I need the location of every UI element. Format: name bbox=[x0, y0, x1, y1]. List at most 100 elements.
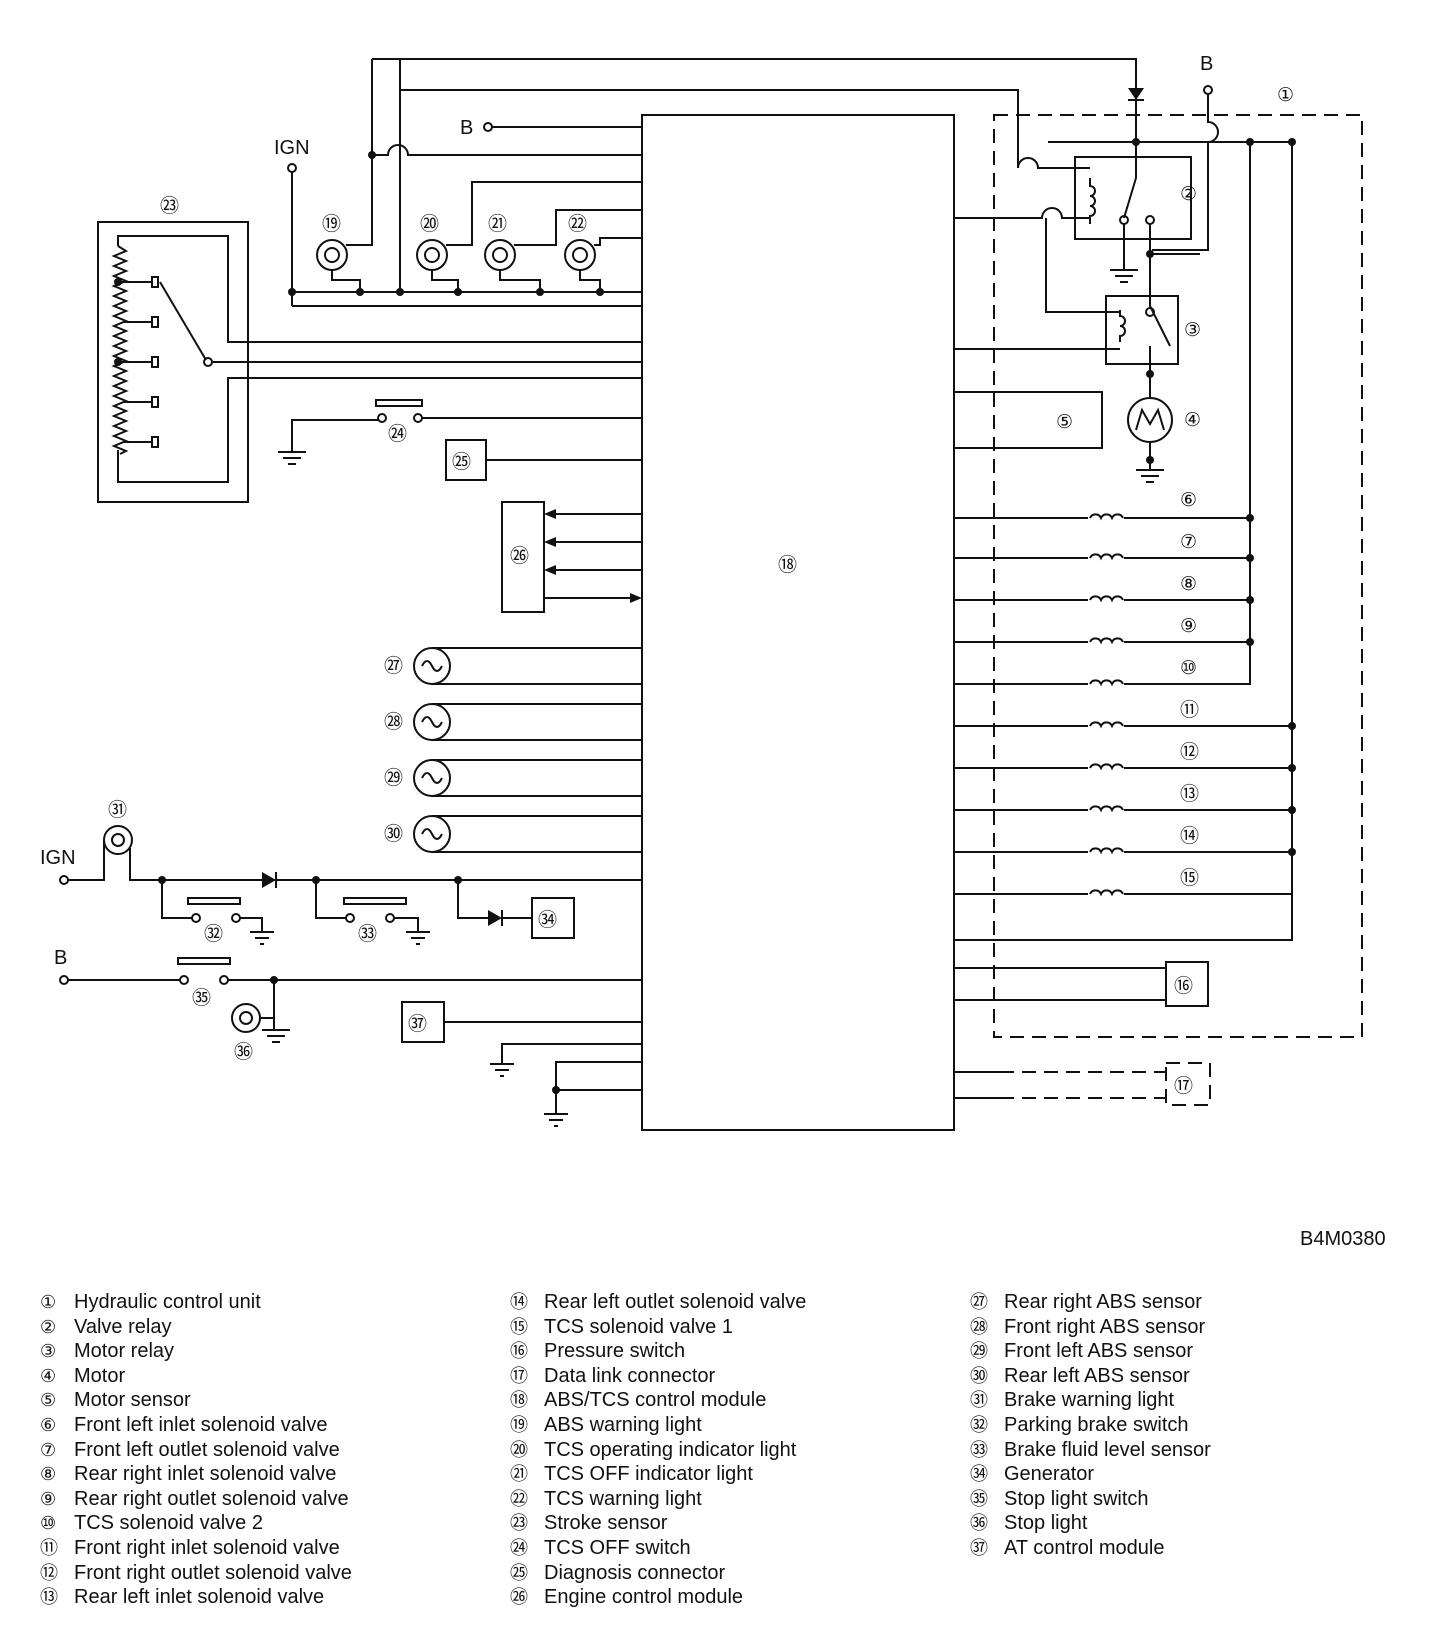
legend-item: ⑯ Pressure switch bbox=[510, 1339, 970, 1364]
legend-item-number: ⑧ bbox=[40, 1464, 57, 1485]
legend-item-label: Generator bbox=[1004, 1463, 1095, 1486]
callout-26: ㉖ bbox=[510, 545, 529, 567]
at-control-module-box bbox=[401, 1001, 445, 1043]
legend-item-label: Pressure switch bbox=[544, 1340, 686, 1363]
legend-item-number: ㉖ bbox=[510, 1587, 528, 1608]
callout-17: ⑰ bbox=[1174, 1075, 1193, 1097]
legend-item-label: Rear left outlet solenoid valve bbox=[544, 1291, 807, 1313]
legend-item-number: ⑥ bbox=[40, 1414, 57, 1435]
callout-27: ㉗ bbox=[384, 655, 403, 677]
callout-19: ⑲ bbox=[322, 213, 341, 235]
legend-item-label: AT control module bbox=[1004, 1536, 1165, 1559]
legend-item-number: ㉙ bbox=[970, 1341, 988, 1362]
callout-13: ⑬ bbox=[1180, 783, 1199, 805]
brake-warning-light bbox=[103, 825, 133, 855]
legend-item-number: ⑬ bbox=[40, 1587, 58, 1608]
tcs-operating-light bbox=[416, 239, 448, 271]
legend-item-number: ㉞ bbox=[970, 1464, 988, 1485]
callout-30: ㉚ bbox=[384, 823, 403, 845]
legend-item-label: Rear left inlet solenoid valve bbox=[74, 1586, 325, 1609]
callout-1: ① bbox=[1277, 85, 1294, 106]
callout-4: ④ bbox=[1184, 410, 1201, 431]
legend-item-label: Front right inlet solenoid valve bbox=[74, 1536, 340, 1559]
stop-light bbox=[231, 1003, 261, 1033]
legend-item-number: ㉟ bbox=[970, 1488, 988, 1509]
legend-item-label: Stroke sensor bbox=[544, 1512, 668, 1535]
callout-22: ㉒ bbox=[568, 213, 587, 235]
callout-21: ㉑ bbox=[488, 213, 507, 235]
legend-item-number: ㉛ bbox=[970, 1390, 988, 1411]
control-module-box bbox=[641, 114, 955, 1131]
diagnosis-connector-box bbox=[445, 439, 487, 481]
callout-33: ㉝ bbox=[358, 923, 377, 945]
legend-item-number: ⑰ bbox=[510, 1365, 528, 1386]
ign-label-lower: IGN bbox=[40, 847, 76, 869]
hydraulic-unit-outline bbox=[993, 114, 1363, 1038]
callout-37: ㊲ bbox=[408, 1013, 427, 1035]
legend-item-number: ㉓ bbox=[510, 1513, 528, 1534]
legend-item-label: Motor bbox=[74, 1364, 126, 1387]
legend-item-number: ㉑ bbox=[510, 1464, 528, 1485]
tcs-off-indicator-light bbox=[484, 239, 516, 271]
legend-item-label: Rear right outlet solenoid valve bbox=[74, 1487, 349, 1510]
legend-item: ② Valve relay bbox=[40, 1315, 500, 1340]
callout-8: ⑧ bbox=[1180, 574, 1197, 595]
b-label-module: B bbox=[460, 117, 473, 139]
callout-7: ⑦ bbox=[1180, 532, 1197, 553]
legend-item-label: Diagnosis connector bbox=[544, 1561, 726, 1584]
callout-11: ⑪ bbox=[1180, 699, 1199, 721]
legend-item-label: ABS warning light bbox=[544, 1413, 702, 1436]
motor-relay-box bbox=[1105, 295, 1179, 365]
motor-symbol bbox=[1127, 397, 1173, 443]
legend-item-number: ㉚ bbox=[970, 1365, 988, 1386]
legend-item-number: ⑯ bbox=[510, 1341, 528, 1362]
legend-item-number: ㉜ bbox=[970, 1414, 988, 1435]
callout-28: ㉘ bbox=[384, 711, 403, 733]
legend-item: ㉞ Generator bbox=[970, 1462, 1430, 1487]
pressure-switch-box bbox=[1165, 961, 1209, 1007]
legend-item: ㉒ TCS warning light bbox=[510, 1487, 970, 1512]
legend-item-number: ⑨ bbox=[40, 1488, 57, 1509]
legend-item-label: Stop light bbox=[1004, 1512, 1088, 1535]
callout-3: ③ bbox=[1184, 320, 1201, 341]
legend-item-label: Front left outlet solenoid valve bbox=[74, 1438, 340, 1461]
legend-item-label: Motor sensor bbox=[74, 1389, 191, 1412]
callout-5: ⑤ bbox=[1056, 412, 1073, 433]
legend-item-label: TCS warning light bbox=[544, 1487, 702, 1510]
legend-item-number: ⑩ bbox=[40, 1513, 57, 1534]
legend-item: ㉗ Rear right ABS sensor bbox=[970, 1290, 1430, 1315]
legend-item-number: ② bbox=[40, 1316, 57, 1337]
legend-item-label: Rear right ABS sensor bbox=[1004, 1291, 1202, 1313]
legend-item-label: Valve relay bbox=[74, 1315, 172, 1338]
legend-item-number: ⑮ bbox=[510, 1316, 528, 1337]
legend-item-number: ㉒ bbox=[510, 1488, 528, 1509]
callout-20: ⑳ bbox=[420, 213, 439, 235]
generator-box bbox=[531, 897, 575, 939]
callout-35: ㉟ bbox=[192, 987, 211, 1009]
legend-item-number: ㉗ bbox=[970, 1292, 988, 1312]
callout-34: ㉞ bbox=[538, 909, 557, 931]
engine-control-module-box bbox=[501, 501, 545, 613]
